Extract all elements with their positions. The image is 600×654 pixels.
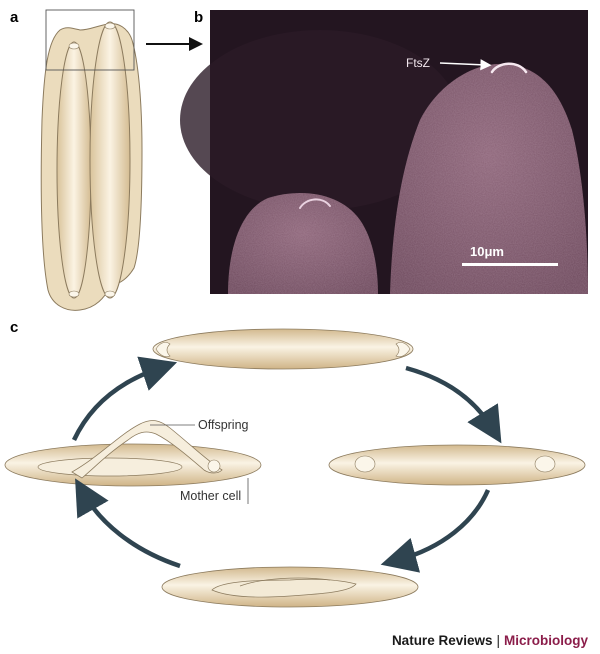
- offspring-inner-cell: [37, 457, 183, 477]
- panel-a-letter: a: [10, 9, 19, 26]
- journal-name: Microbiology: [504, 633, 588, 648]
- mother-cell-elongated: [40, 21, 143, 311]
- cycle-arrow-top-right: [405, 365, 502, 444]
- ftsz-ring-left: [299, 198, 331, 209]
- panel-b-letter: b: [194, 9, 203, 26]
- offspring-label: Offspring: [198, 418, 249, 432]
- zoom-region-box: [45, 9, 135, 71]
- cycle-cell-top: [152, 328, 414, 370]
- offspring-cell-right: [89, 21, 131, 299]
- scale-bar-label: 10μm: [470, 244, 504, 259]
- cycle-arrow-bottom-left: [75, 478, 181, 569]
- cycle-arrow-left-top: [71, 356, 178, 441]
- micrograph: [180, 10, 588, 295]
- offspring-emerging-cell: [71, 420, 223, 479]
- cycle-cell-right: [328, 444, 586, 486]
- cycle-cell-bottom: [161, 566, 419, 608]
- credit-separator: |: [496, 633, 500, 648]
- journal-credit: Nature Reviews| Microbiology: [392, 633, 588, 648]
- panel-c-letter: c: [10, 319, 18, 336]
- publisher-name: Nature Reviews: [391, 633, 493, 648]
- ftsz-pointer-arrow: [439, 59, 492, 71]
- cycle-arrow-right-bottom: [380, 489, 491, 573]
- scale-bar: [462, 263, 558, 266]
- offspring-cell-left: [56, 41, 92, 299]
- ftsz-ring-right: [490, 62, 528, 74]
- ftsz-label: FtsZ: [406, 56, 430, 70]
- mother-cell-label: Mother cell: [180, 489, 241, 503]
- cycle-cell-left: [4, 420, 262, 487]
